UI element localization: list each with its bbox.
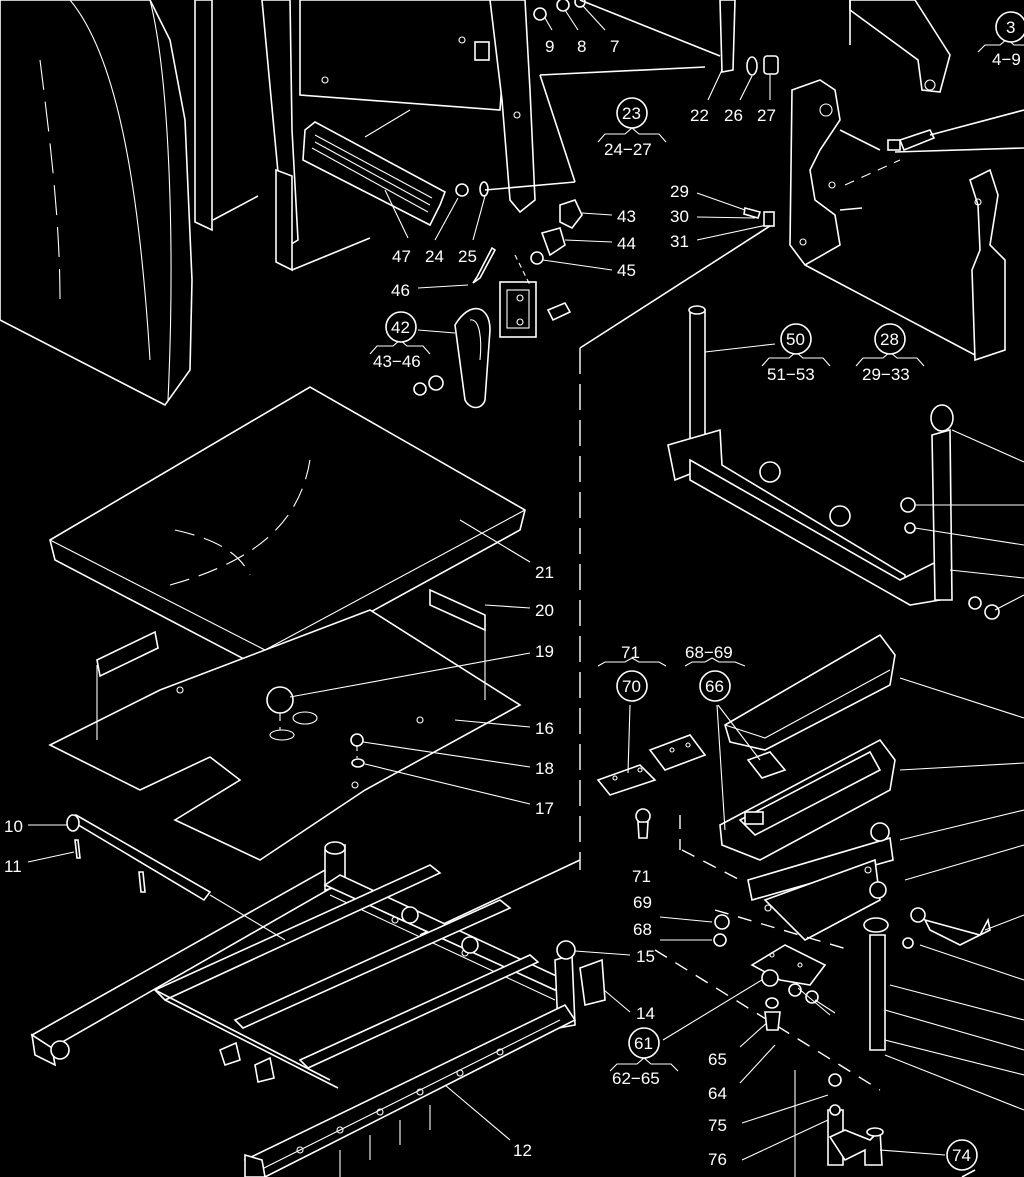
- range-51-53: 51−53: [767, 365, 815, 384]
- fasteners-29-31: [579, 192, 775, 349]
- label-18: 18: [535, 759, 554, 778]
- post-74: [741, 1070, 976, 1177]
- label-68: 68: [633, 920, 652, 939]
- label-14: 14: [636, 1004, 655, 1023]
- column-50: [667, 305, 1024, 620]
- backrest-cushion: [0, 0, 193, 407]
- callout-42: 42: [391, 318, 410, 337]
- label-68-69: 68−69: [685, 643, 733, 662]
- label-22: 22: [690, 106, 709, 125]
- range-24-27: 24−27: [604, 140, 652, 159]
- label-21: 21: [535, 563, 554, 582]
- top-right-bracket: [849, 0, 951, 93]
- armrest-assembly: [596, 633, 1024, 1111]
- part-number-labels: 9 8 7 22 26 27 29 30 31 47 24 25 43 44 4…: [4, 37, 776, 1169]
- label-76: 76: [708, 1150, 727, 1169]
- fasteners-24-25: [384, 66, 706, 241]
- circled-callouts: 23 42 50 28 70 66 61 74 3: [385, 11, 1024, 1171]
- range-labels: 24−27 43−46 51−53 29−33 62−65 4−9: [369, 38, 1024, 1088]
- label-75: 75: [708, 1116, 727, 1135]
- side-plate-28: [789, 79, 1024, 362]
- label-19: 19: [535, 642, 554, 661]
- label-45: 45: [617, 261, 636, 280]
- rod-10: [27, 814, 286, 941]
- handle-42: [413, 199, 613, 409]
- label-31: 31: [670, 232, 689, 251]
- label-65: 65: [708, 1050, 727, 1069]
- label-10: 10: [4, 817, 23, 836]
- callout-50: 50: [786, 330, 805, 349]
- label-11: 11: [4, 857, 22, 876]
- lumbar-bar-47: [302, 121, 446, 227]
- bracket-61: [750, 944, 836, 1031]
- label-46: 46: [391, 281, 410, 300]
- label-69: 69: [633, 893, 652, 912]
- label-47: 47: [392, 247, 411, 266]
- callout-70: 70: [622, 677, 641, 696]
- label-27: 27: [757, 106, 776, 125]
- label-17: 17: [535, 799, 554, 818]
- label-12: 12: [513, 1141, 532, 1160]
- range-4-9: 4−9: [992, 50, 1021, 69]
- label-16: 16: [535, 719, 554, 738]
- seat-cushion-21: [49, 386, 526, 671]
- base-frame-12: [30, 841, 606, 1177]
- label-26: 26: [724, 106, 743, 125]
- label-43: 43: [617, 207, 636, 226]
- callout-23: 23: [622, 104, 641, 123]
- fasteners-7-9: [533, 0, 721, 57]
- label-44: 44: [617, 234, 636, 253]
- label-24: 24: [425, 247, 444, 266]
- seat-pan-16: [48, 588, 522, 861]
- range-29-33: 29−33: [862, 365, 910, 384]
- rod-22: [707, 0, 779, 101]
- label-30: 30: [670, 207, 689, 226]
- label-20: 20: [535, 601, 554, 620]
- back-frame: [194, 0, 536, 272]
- callout-28: 28: [880, 330, 899, 349]
- range-43-46: 43−46: [373, 352, 421, 371]
- seat-leaders: [289, 519, 531, 805]
- range-62-65: 62−65: [612, 1069, 660, 1088]
- callout-3: 3: [1006, 18, 1015, 37]
- callout-61: 61: [634, 1034, 653, 1053]
- label-29: 29: [670, 182, 689, 201]
- label-71-top: 71: [621, 643, 640, 662]
- callout-66: 66: [705, 677, 724, 696]
- label-15: 15: [636, 947, 655, 966]
- label-25: 25: [458, 247, 477, 266]
- label-8: 8: [577, 37, 586, 56]
- label-71: 71: [632, 867, 651, 886]
- label-7: 7: [610, 37, 619, 56]
- label-64: 64: [708, 1084, 727, 1103]
- label-9: 9: [545, 37, 554, 56]
- callout-74: 74: [952, 1146, 971, 1165]
